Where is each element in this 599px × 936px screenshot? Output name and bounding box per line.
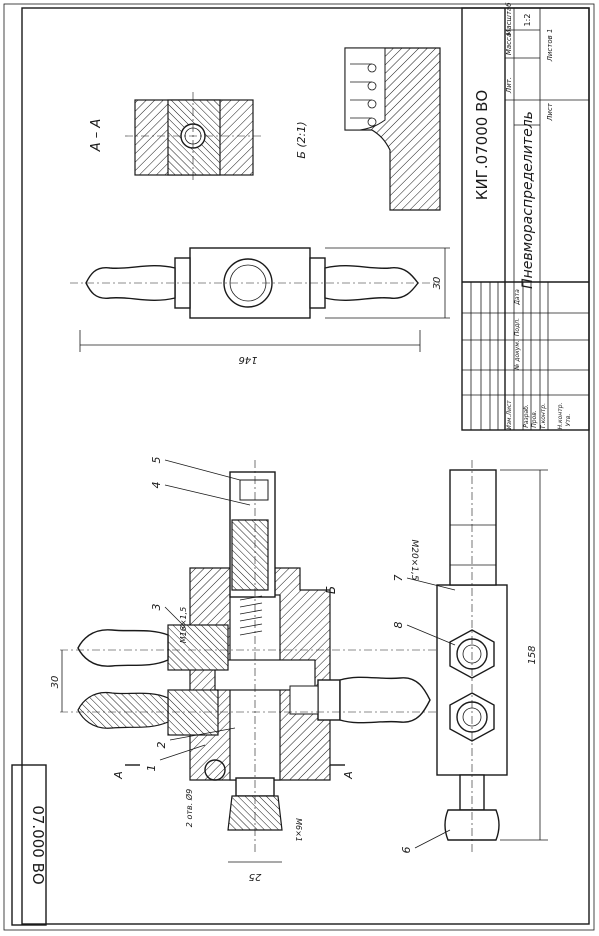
holes-note: 2 отв. Ø9 xyxy=(184,789,194,827)
top-view: 146 30 xyxy=(70,247,450,365)
dim-30-top: 30 xyxy=(432,277,443,290)
row-prov: Пров. xyxy=(531,410,538,428)
callout-2: 2 xyxy=(155,742,168,749)
dim-25: 25 xyxy=(249,871,262,882)
header-scale: Масштаб xyxy=(505,2,513,36)
row-tkontr: Т.контр. xyxy=(540,403,547,429)
drawing-name: Пневмораспределитель xyxy=(520,111,536,289)
drawing-code-main: КИГ.07000 ВО xyxy=(473,90,491,200)
b-marker: Б xyxy=(324,586,338,594)
section-aa-label: А – А xyxy=(89,119,104,153)
col-date: Дата xyxy=(514,289,521,306)
sheet-frame-outer xyxy=(3,3,595,931)
row-nkontr: Н.контр. xyxy=(557,402,564,429)
callout-3: 3 xyxy=(150,604,163,611)
callout-5: 5 xyxy=(150,457,163,464)
title-block: КИГ.07000 ВО Пневмораспределитель Лит. М… xyxy=(461,2,590,431)
cut-a-left: А xyxy=(112,771,125,780)
dim-158: 158 xyxy=(527,645,538,664)
sheets-label: Листов 1 xyxy=(546,29,554,63)
detail-b-view: Б (2:1) xyxy=(295,47,441,211)
header-mass: Масса xyxy=(505,33,513,55)
col-sign: Подп. xyxy=(514,318,521,336)
main-section-view: А А Б 30 25 М16×1,5 М6×1 2 отв. Ø9 1 2 3… xyxy=(50,457,440,882)
callout-6: 6 xyxy=(400,847,413,854)
col-doc-no: № докум. xyxy=(514,340,521,371)
thread-m6: М6×1 xyxy=(294,818,303,842)
row-razrab: Разраб. xyxy=(523,404,530,428)
spring xyxy=(239,595,263,636)
cut-a-right: А xyxy=(342,771,355,780)
dim-146: 146 xyxy=(238,354,257,365)
spring-coils xyxy=(350,63,377,127)
scale-value: 1:2 xyxy=(523,14,532,27)
callout-8: 8 xyxy=(392,622,405,629)
row-izm: Изм.Лист xyxy=(506,400,513,430)
row-utv: Утв. xyxy=(565,414,572,427)
callout-1: 1 xyxy=(145,765,158,772)
section-aa-view: А – А xyxy=(89,92,262,183)
code-stamp-box: 07.000 ВО xyxy=(11,764,47,926)
callout-7: 7 xyxy=(392,575,405,582)
header-lit: Лит. xyxy=(505,77,513,94)
thread-m20: М20×1,5 xyxy=(409,539,419,580)
dim-30-left: 30 xyxy=(50,676,61,689)
detail-b-label: Б (2:1) xyxy=(295,121,308,158)
sheet-label: Лист xyxy=(546,102,554,122)
sheet-frame-inner xyxy=(21,7,590,925)
code-stamp-text: 07.000 ВО xyxy=(29,805,47,884)
bottom-view: 158 М20×1,5 6 7 8 xyxy=(392,460,548,855)
callout-4: 4 xyxy=(150,482,163,489)
